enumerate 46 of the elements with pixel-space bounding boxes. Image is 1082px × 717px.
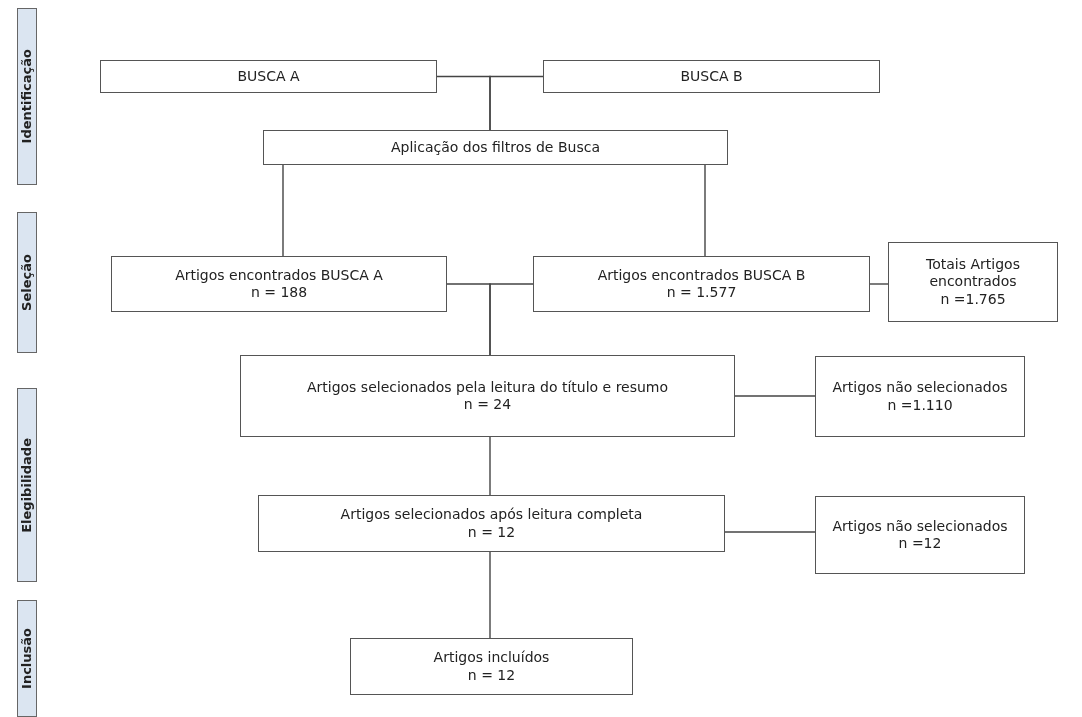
box-text: n = 12 [467, 666, 516, 684]
box-text: n = 24 [463, 396, 512, 414]
box-text: Aplicação dos filtros de Busca [391, 138, 600, 157]
box-text: Artigos não selecionados [832, 379, 1008, 397]
process-box [100, 60, 437, 93]
process-box [533, 256, 870, 312]
connector-line [282, 164, 284, 257]
connector-line [489, 551, 491, 639]
box-text: Artigos encontrados BUSCA B [597, 266, 806, 284]
box-text: Artigos não selecionados [832, 517, 1008, 535]
phase-label: Inclusão [18, 628, 35, 689]
connector-line [489, 75, 544, 131]
process-box [111, 256, 447, 312]
box-text: n =1.765 [940, 290, 1006, 309]
process-box [815, 496, 1025, 574]
phase-band [17, 212, 37, 353]
phase-band [17, 600, 37, 717]
box-text: Artigos selecionados pela leitura do título e resumo [306, 378, 669, 396]
box-text: BUSCA B [680, 67, 743, 86]
connector-line [734, 395, 816, 397]
process-box [258, 495, 725, 552]
box-text: Artigos selecionados após leitura completa [340, 506, 643, 524]
connector-line [704, 164, 706, 257]
process-box [543, 60, 880, 93]
box-text: BUSCA A [237, 67, 300, 86]
connector-line [489, 436, 491, 496]
connector-line [489, 283, 534, 356]
box-text: n =12 [898, 535, 942, 553]
phase-label: Identificação [18, 49, 35, 144]
process-box [350, 638, 633, 695]
process-box [815, 356, 1025, 437]
phase-label: Elegibilidade [18, 437, 35, 533]
connector-line [724, 531, 816, 533]
phase-label: Seleção [18, 254, 35, 311]
connector-line [869, 283, 889, 285]
process-box [240, 355, 735, 437]
box-text: n = 1.577 [666, 284, 737, 302]
phase-band [17, 388, 37, 582]
phase-band [17, 8, 37, 185]
box-text: n = 12 [467, 523, 516, 541]
process-box [263, 130, 728, 165]
box-text: n =1.110 [887, 396, 953, 414]
box-text: Artigos incluídos [433, 649, 550, 667]
box-text: Artigos encontrados BUSCA A [175, 266, 383, 284]
box-text: n = 188 [250, 284, 308, 302]
process-box [888, 242, 1058, 322]
